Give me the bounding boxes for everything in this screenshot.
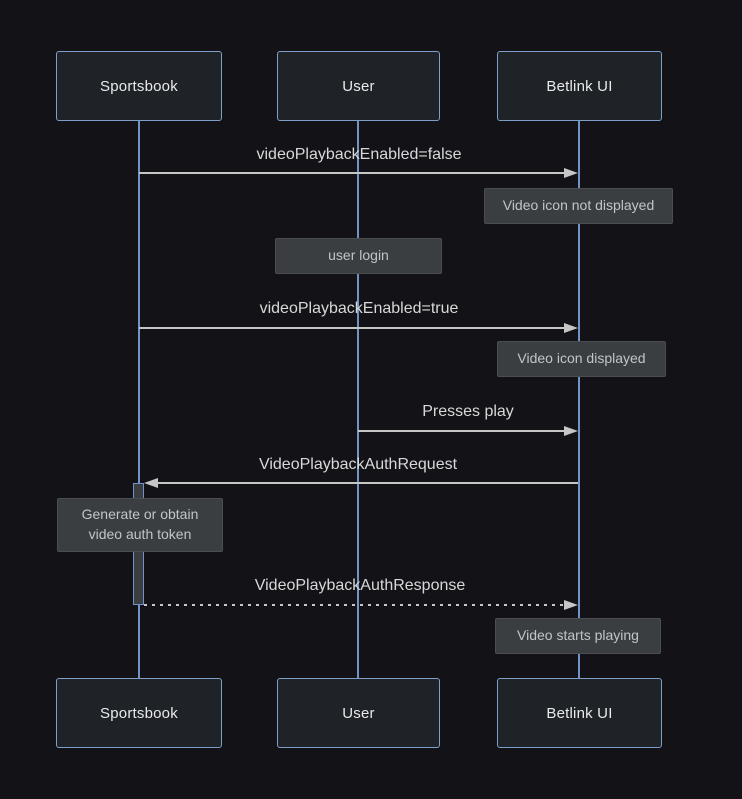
arrowhead-right-icon (564, 168, 578, 178)
actor-sportsbook-bottom: Sportsbook (56, 678, 222, 748)
message-video-playback-enabled-true-line (139, 327, 566, 329)
note-video-icon-displayed: Video icon displayed (497, 341, 666, 377)
message-video-playback-auth-request-line (158, 482, 578, 484)
message-video-playback-auth-response-line (144, 604, 565, 606)
actor-user-label: User (342, 704, 375, 722)
actor-betlink-ui-top: Betlink UI (497, 51, 662, 121)
message-video-playback-enabled-false-label: videoPlaybackEnabled=false (256, 146, 462, 163)
note-video-starts-playing-text: Video starts playing (517, 627, 639, 644)
note-generate-video-auth-token-text: Generate or obtain video auth token (81, 506, 199, 542)
arrowhead-right-icon (564, 426, 578, 436)
actor-sportsbook-label: Sportsbook (100, 704, 178, 722)
lifeline-user (357, 121, 359, 678)
message-video-playback-enabled-true-label: videoPlaybackEnabled=true (259, 300, 459, 317)
actor-betlink-ui-label: Betlink UI (546, 704, 613, 722)
actor-user-top: User (277, 51, 440, 121)
note-video-starts-playing: Video starts playing (495, 618, 661, 654)
actor-sportsbook-label: Sportsbook (100, 77, 178, 95)
arrowhead-right-icon (564, 600, 578, 610)
message-video-playback-auth-response-label: VideoPlaybackAuthResponse (254, 577, 466, 594)
arrowhead-right-icon (564, 323, 578, 333)
actor-betlink-ui-label: Betlink UI (546, 77, 613, 95)
note-video-icon-displayed-text: Video icon displayed (517, 350, 646, 367)
actor-betlink-ui-bottom: Betlink UI (497, 678, 662, 748)
note-video-icon-not-displayed: Video icon not displayed (484, 188, 673, 224)
note-user-login: user login (275, 238, 442, 274)
arrowhead-left-icon (144, 478, 158, 488)
note-user-login-text: user login (328, 247, 389, 264)
note-generate-video-auth-token: Generate or obtain video auth token (57, 498, 223, 552)
message-presses-play-line (358, 430, 566, 432)
note-video-icon-not-displayed-text: Video icon not displayed (502, 197, 655, 214)
message-video-playback-auth-request-label: VideoPlaybackAuthRequest (258, 456, 458, 473)
message-presses-play-label: Presses play (422, 403, 514, 420)
lifeline-betlink-ui (578, 121, 580, 678)
lifeline-sportsbook (138, 121, 140, 678)
message-video-playback-enabled-false-line (139, 172, 566, 174)
actor-sportsbook-top: Sportsbook (56, 51, 222, 121)
actor-user-label: User (342, 77, 375, 95)
actor-user-bottom: User (277, 678, 440, 748)
